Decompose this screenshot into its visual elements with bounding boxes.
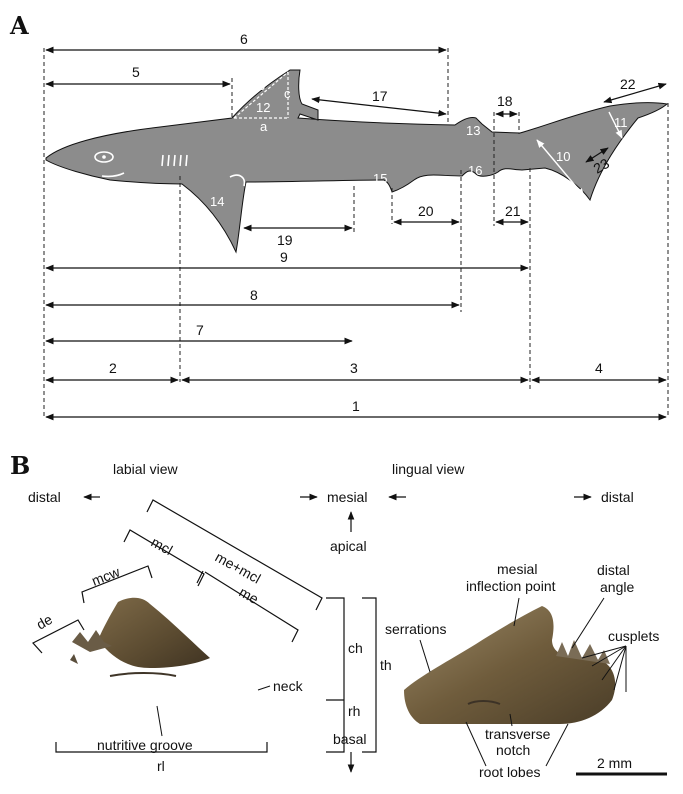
annotation-transverse-1: transverse	[485, 726, 551, 742]
annotation-cusplets: cusplets	[608, 628, 659, 644]
annotation-transverse-2: notch	[496, 742, 530, 758]
direction-apical: apical	[330, 538, 367, 554]
labial-brackets	[33, 500, 376, 752]
label-mcw: mcw	[89, 563, 122, 589]
label-10: 10	[556, 149, 570, 164]
pupil	[102, 155, 106, 159]
triangle-label-b: b	[258, 78, 265, 93]
label-rh: rh	[348, 703, 360, 719]
annotation-root-lobes: root lobes	[479, 764, 540, 780]
annotation-neck: neck	[273, 678, 304, 694]
label-rl: rl	[157, 758, 165, 774]
label-2: 2	[109, 360, 117, 376]
label-3: 3	[350, 360, 358, 376]
annotation-nutritive-groove: nutritive groove	[97, 737, 193, 753]
annotation-distal-angle-1: distal	[597, 562, 630, 578]
label-ch: ch	[348, 640, 363, 656]
label-15: 15	[373, 171, 387, 186]
direction-basal: basal	[333, 731, 366, 747]
annotation-mesial-inflection-2: inflection point	[466, 578, 556, 594]
label-16: 16	[468, 163, 482, 178]
labial-view-title: labial view	[113, 461, 178, 477]
label-11: 11	[614, 115, 628, 130]
panel-b-label: B	[10, 451, 30, 480]
panel-a-label: A	[9, 11, 29, 40]
label-14: 14	[210, 194, 224, 209]
groove-leader	[157, 706, 162, 736]
direction-distal-right: distal	[601, 489, 634, 505]
label-20: 20	[418, 203, 434, 219]
root-lobe-leader-left	[466, 722, 486, 766]
label-12: 12	[256, 100, 270, 115]
label-me: me	[237, 584, 262, 608]
shark-silhouette	[46, 70, 667, 252]
label-1: 1	[352, 398, 360, 414]
label-13: 13	[466, 123, 480, 138]
label-21: 21	[505, 203, 521, 219]
serrations-leader	[420, 640, 430, 672]
triangle-label-c: c	[284, 86, 291, 101]
label-9: 9	[280, 249, 288, 265]
direction-mesial: mesial	[327, 489, 367, 505]
label-22: 22	[620, 76, 636, 92]
label-19: 19	[277, 232, 293, 248]
label-4: 4	[595, 360, 603, 376]
label-de: de	[34, 611, 56, 633]
neck-leader	[258, 686, 270, 690]
label-5: 5	[132, 64, 140, 80]
scale-bar-label: 2 mm	[597, 755, 632, 771]
direction-distal-left: distal	[28, 489, 61, 505]
annotation-mesial-inflection-1: mesial	[497, 561, 537, 577]
annotation-serrations: serrations	[385, 621, 446, 637]
label-th: th	[380, 657, 392, 673]
label-7: 7	[196, 322, 204, 338]
label-17: 17	[372, 88, 388, 104]
label-18: 18	[497, 93, 513, 109]
triangle-label-a: a	[260, 119, 268, 134]
label-8: 8	[250, 287, 258, 303]
lingual-view-title: lingual view	[392, 461, 465, 477]
label-6: 6	[240, 31, 248, 47]
distal-angle-leader	[572, 598, 604, 648]
annotation-distal-angle-2: angle	[600, 579, 634, 595]
labial-tooth	[66, 597, 260, 717]
